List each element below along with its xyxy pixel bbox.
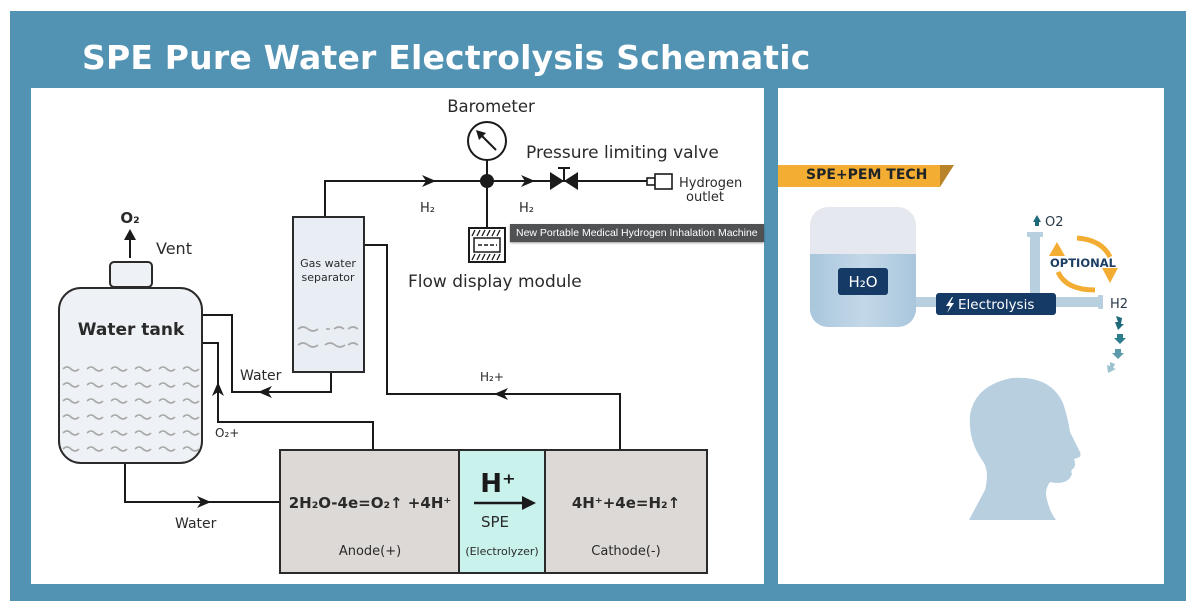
pipe-anode-o2-to-tank	[202, 342, 374, 450]
flow-display-label: Flow display module	[408, 272, 582, 292]
flow-arrows	[124, 175, 535, 508]
water-wave	[182, 366, 200, 372]
pipe-tank-water-to-anode	[124, 462, 280, 503]
hydrogen-outlet-label-1: Hydrogen	[679, 176, 742, 191]
cathode-label: Cathode(-)	[591, 544, 660, 559]
water-wave	[182, 398, 200, 404]
cathode-cell	[544, 449, 708, 574]
barometer-gauge	[467, 121, 507, 161]
water-wave	[158, 366, 176, 372]
spe-proton-arrow	[522, 496, 536, 510]
pipes	[124, 160, 655, 503]
water-wave	[134, 366, 152, 372]
water-wave	[62, 430, 80, 436]
tech-tag-label: SPE+PEM TECH	[806, 167, 928, 183]
vent-label: Vent	[156, 239, 192, 258]
water-wave	[134, 382, 152, 388]
water-wave	[182, 414, 200, 420]
arrow-left-h2-plus	[494, 388, 508, 400]
arrow-right-water-feed	[197, 496, 211, 508]
water-wave	[134, 414, 152, 420]
water-wave	[110, 446, 128, 452]
cathode-equation: 4H⁺+4e=H₂↑	[572, 494, 680, 512]
water-tank-label: Water tank	[78, 320, 185, 340]
water-wave	[110, 414, 128, 420]
flow-display-module-icon	[468, 227, 506, 263]
water-wave	[134, 430, 152, 436]
water-feed-label: Water	[175, 516, 217, 532]
water-wave	[62, 414, 80, 420]
pipe-separator-to-h2-line	[324, 180, 655, 217]
separator-water-waves	[297, 326, 359, 348]
anode-label: Anode(+)	[339, 544, 401, 559]
gas-separator-label-1: Gas water	[300, 257, 356, 270]
gas-water-separator	[292, 216, 365, 373]
water-wave	[182, 382, 200, 388]
hydrogen-outlet-connector	[646, 173, 673, 190]
gas-separator-label-2: separator	[301, 271, 355, 284]
tank-water-waves	[62, 366, 200, 452]
h2-plus-label: H₂+	[480, 370, 504, 384]
water-wave	[182, 430, 200, 436]
water-wave	[62, 446, 80, 452]
vent-o2-label: O₂	[120, 209, 139, 227]
water-wave	[158, 382, 176, 388]
water-wave	[110, 366, 128, 372]
pressure-valve-label: Pressure limiting valve	[526, 143, 719, 163]
electrolyzer	[279, 449, 708, 574]
water-wave	[110, 382, 128, 388]
water-wave	[110, 398, 128, 404]
water-wave	[134, 398, 152, 404]
anode-equation: 2H₂O-4e=O₂↑ +4H⁺	[289, 494, 452, 512]
water-wave	[86, 414, 104, 420]
h2-label-1: H₂	[420, 201, 435, 216]
spe-membrane-cell	[458, 449, 546, 574]
water-tank	[58, 261, 203, 464]
water-wave	[158, 414, 176, 420]
h2-label-2: H₂	[519, 201, 534, 216]
hydrogen-outlet-label-2: outlet	[686, 190, 724, 205]
water-wave	[86, 366, 104, 372]
anode-cell	[279, 449, 460, 574]
junction-dot	[480, 174, 494, 188]
water-return-label: Water	[240, 368, 282, 384]
water-wave	[62, 398, 80, 404]
water-wave	[158, 430, 176, 436]
arrow-right-h2-1	[422, 175, 436, 187]
water-wave	[86, 446, 104, 452]
water-wave	[86, 398, 104, 404]
spe-label: SPE	[481, 513, 509, 531]
water-wave	[110, 430, 128, 436]
water-wave	[158, 398, 176, 404]
water-wave	[62, 366, 80, 372]
arrow-up-o2-plus	[212, 382, 224, 396]
pipe-cathode-to-separator	[364, 244, 621, 450]
pressure-valve-icon	[550, 167, 578, 190]
spe-proton-label: H⁺	[480, 469, 515, 499]
arrow-left-water-return	[258, 386, 272, 398]
water-wave	[86, 382, 104, 388]
electrolyzer-label: (Electrolyzer)	[465, 545, 538, 558]
tech-panel	[778, 88, 1164, 584]
water-wave	[158, 446, 176, 452]
water-wave	[86, 430, 104, 436]
pipe-separator-water-to-tank	[202, 314, 332, 393]
vent-arrow-head	[124, 229, 136, 240]
arrow-right-h2-2	[521, 175, 535, 187]
water-wave	[62, 382, 80, 388]
vent-cap	[109, 261, 153, 288]
hover-tooltip: New Portable Medical Hydrogen Inhalation…	[510, 224, 764, 242]
o2-plus-label: O₂+	[215, 426, 239, 440]
water-wave	[134, 446, 152, 452]
water-wave	[182, 446, 200, 452]
barometer-label: Barometer	[447, 97, 535, 116]
page-title: SPE Pure Water Electrolysis Schematic	[82, 38, 811, 77]
